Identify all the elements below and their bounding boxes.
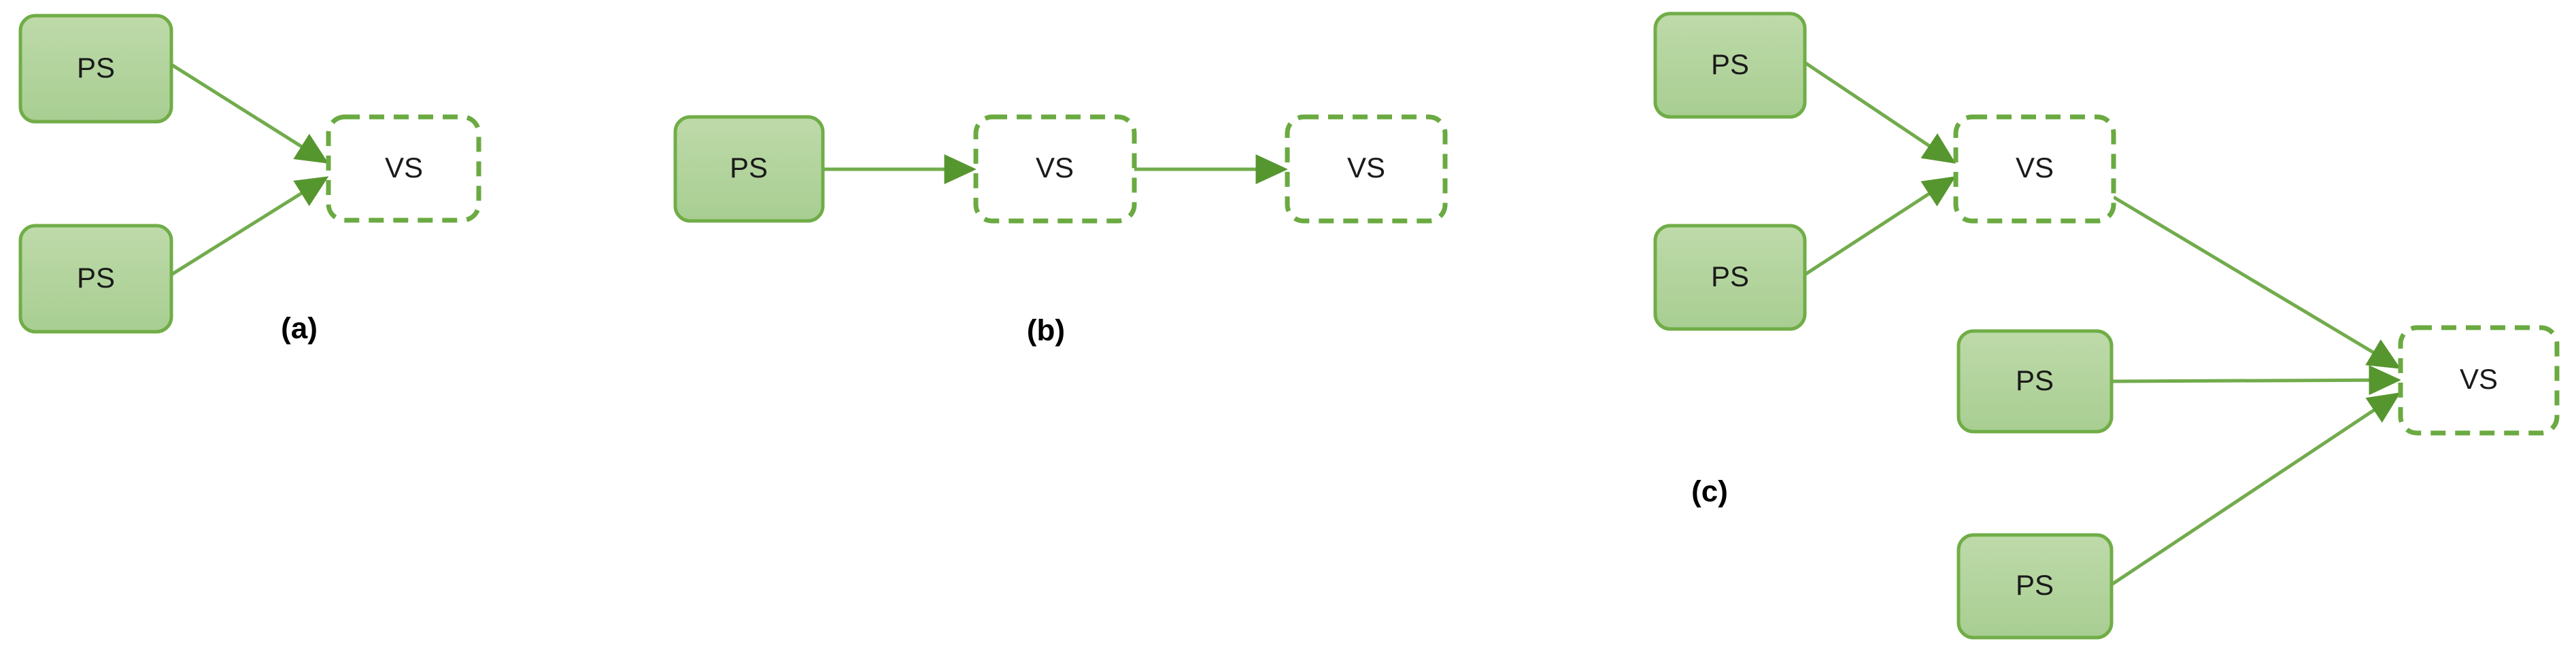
panel-a: PS PS VS (a) bbox=[18, 14, 481, 345]
node-label: VS bbox=[1036, 152, 1074, 184]
vs-box-shape bbox=[1953, 114, 2116, 224]
vs-box-shape bbox=[1285, 114, 1448, 224]
ps-box-shape bbox=[18, 14, 173, 124]
panel-b: PS VS VS (b) bbox=[673, 114, 1448, 347]
edge-group-c bbox=[1803, 60, 2401, 587]
vs-box-shape bbox=[2398, 325, 2560, 436]
edge-c-ps4-to-vs2 bbox=[2110, 392, 2401, 587]
node-a-ps-1[interactable]: PS bbox=[18, 14, 173, 124]
node-label: VS bbox=[1347, 152, 1385, 184]
node-label: PS bbox=[2016, 569, 2054, 601]
node-label: PS bbox=[730, 152, 768, 184]
node-b-vs-2[interactable]: VS bbox=[1285, 114, 1448, 224]
edge-a-ps2-to-vs1 bbox=[170, 176, 329, 277]
node-label: PS bbox=[2016, 364, 2054, 396]
node-b-ps-1[interactable]: PS bbox=[673, 115, 825, 223]
node-label: PS bbox=[77, 52, 115, 84]
node-c-vs-1[interactable]: VS bbox=[1953, 114, 2116, 224]
node-label: PS bbox=[1711, 260, 1749, 292]
node-c-ps-3[interactable]: PS bbox=[1956, 329, 2114, 434]
edge-group-a bbox=[170, 63, 329, 277]
edge-a-ps1-to-vs1 bbox=[170, 63, 329, 164]
ps-box-shape bbox=[1653, 12, 1807, 119]
node-label: PS bbox=[77, 262, 115, 294]
node-a-ps-2[interactable]: PS bbox=[18, 224, 173, 334]
node-c-vs-2[interactable]: VS bbox=[2398, 325, 2560, 436]
node-c-ps-1[interactable]: PS bbox=[1653, 12, 1807, 119]
node-c-ps-4[interactable]: PS bbox=[1956, 533, 2114, 640]
ps-box-shape bbox=[1956, 533, 2114, 640]
vs-box-shape bbox=[973, 114, 1137, 224]
edge-c-ps3-to-vs2 bbox=[2111, 365, 2401, 396]
node-label: VS bbox=[2016, 152, 2054, 184]
vs-box-shape bbox=[326, 114, 481, 223]
node-b-vs-1[interactable]: VS bbox=[973, 114, 1137, 224]
ps-box-shape bbox=[673, 115, 825, 223]
panel-c: PS PS VS PS PS VS (c) bbox=[1653, 12, 2560, 640]
node-label: VS bbox=[385, 152, 423, 184]
ps-box-shape bbox=[1956, 329, 2114, 434]
edge-c-vs1-to-vs2 bbox=[2112, 195, 2401, 369]
panel-caption-a: (a) bbox=[281, 312, 318, 345]
panel-caption-b: (b) bbox=[1027, 314, 1065, 347]
panel-caption-c: (c) bbox=[1691, 475, 1728, 508]
ps-box-shape bbox=[1653, 224, 1807, 331]
node-label: PS bbox=[1711, 48, 1749, 80]
node-label: VS bbox=[2460, 363, 2498, 395]
node-c-ps-2[interactable]: PS bbox=[1653, 224, 1807, 331]
edge-c-ps1-to-vs1 bbox=[1803, 60, 1956, 164]
node-a-vs-1[interactable]: VS bbox=[326, 114, 481, 223]
ps-box-shape bbox=[18, 224, 173, 334]
edge-c-ps2-to-vs1 bbox=[1803, 176, 1956, 277]
